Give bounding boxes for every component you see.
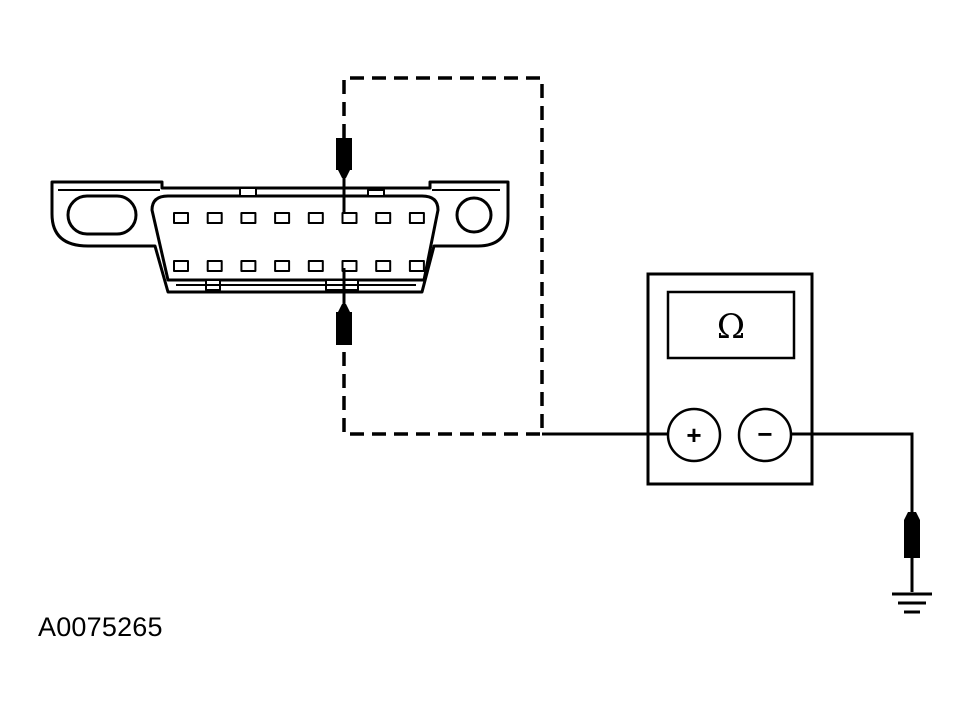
pin-6 [341,212,358,224]
mounting-hole-right [455,196,493,234]
pin-16 [408,260,425,272]
pin-10 [206,260,223,272]
top-key-tab-right [367,189,385,197]
top-key-tab-left [239,187,257,197]
pin-15 [375,260,392,272]
dlc-connector [50,180,510,294]
pin-7 [375,212,392,224]
ground-icon [892,592,932,614]
pin-14 [341,260,358,272]
jumper-dashed-path [342,76,544,436]
lower-probe-plug [336,304,352,345]
pin-13 [307,260,324,272]
ohm-icon: Ω [717,307,745,347]
ground-probe-plug [904,512,920,558]
minus-icon: − [757,419,772,449]
jumper-wire [342,76,544,436]
pin-array [173,212,425,272]
pin-3 [240,212,257,224]
meter-wires [542,432,914,592]
pin-4 [274,212,291,224]
meter-display [666,290,796,360]
figure-reference-code: A0075265 [38,612,163,642]
pin-8 [408,212,425,224]
pin-2 [206,212,223,224]
pin-1 [173,212,189,224]
plus-icon: + [686,420,701,450]
pin-12 [274,260,291,272]
connector-shroud [150,194,440,282]
wire-to-ground [791,432,914,518]
upper-probe-plug [336,138,352,178]
mounting-slot-left [66,194,138,236]
pin-9 [173,260,189,272]
multimeter: Ω + − [646,272,814,486]
pin-11 [240,260,257,272]
pin-5 [307,212,324,224]
